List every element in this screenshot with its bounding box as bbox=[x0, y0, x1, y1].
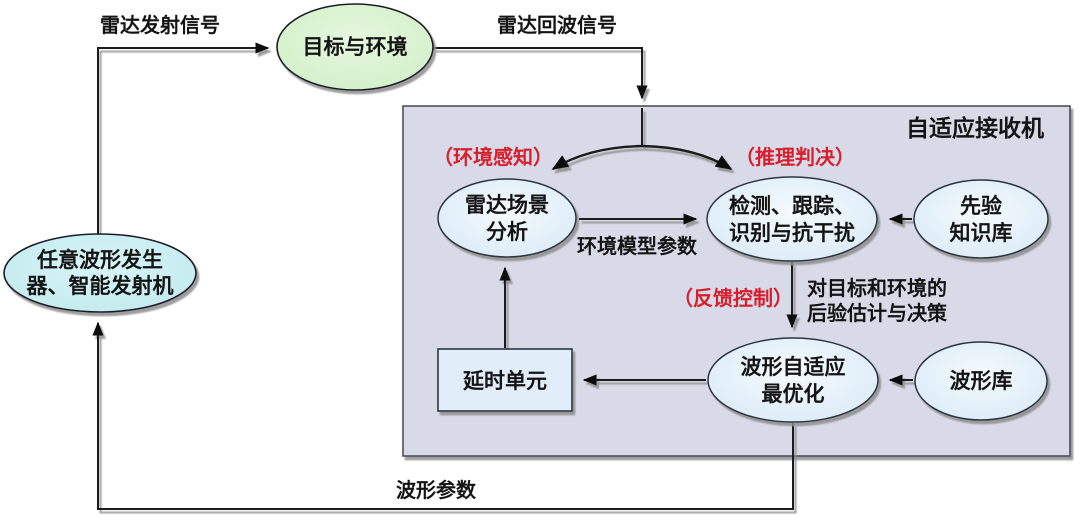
environment-model-params-label: 环境模型参数 bbox=[577, 234, 698, 258]
detection-tracking-label-line1: 检测、跟踪、 bbox=[729, 194, 855, 218]
edge-split-to-detection bbox=[641, 144, 733, 171]
waveform-generator-label-line2: 器、智能发射机 bbox=[26, 274, 174, 298]
edge-echo-signal bbox=[433, 47, 648, 100]
node-delay-unit bbox=[437, 348, 573, 412]
prior-knowledge-base-label-line2: 知识库 bbox=[950, 221, 1013, 245]
environment-perception-annotation: （环境感知） bbox=[433, 145, 553, 169]
detection-tracking-label-line2: 识别与抗干扰 bbox=[729, 221, 855, 245]
delay-unit-label: 延时单元 bbox=[462, 369, 547, 393]
posterior-estimation-label-line2: 后验估计与决策 bbox=[807, 301, 948, 325]
node-target-environment bbox=[276, 3, 434, 91]
waveform-optimization-label-line2: 最优化 bbox=[762, 382, 825, 406]
radar-scene-analysis-label-line1: 雷达场景 bbox=[465, 194, 549, 217]
radar-echo-signal-label: 雷达回波信号 bbox=[497, 13, 617, 37]
edge-transmit-signal bbox=[97, 42, 270, 234]
node-waveform-optimization bbox=[707, 337, 879, 423]
waveform-library-label: 波形库 bbox=[950, 369, 1013, 393]
edge-waveform-params-loop bbox=[92, 321, 794, 510]
prior-knowledge-base-label-line1: 先验 bbox=[960, 194, 1002, 218]
waveform-optimization-label-line1: 波形自适应 bbox=[741, 355, 846, 379]
radar-transmit-signal-label: 雷达发射信号 bbox=[100, 13, 220, 37]
node-detection-tracking bbox=[706, 176, 878, 262]
waveform-params-label: 波形参数 bbox=[396, 478, 477, 502]
radar-scene-analysis-label-line2: 分析 bbox=[486, 220, 528, 244]
target-environment-label: 目标与环境 bbox=[303, 35, 408, 59]
node-prior-knowledge-base bbox=[913, 179, 1049, 259]
edge-split-to-scene-analysis bbox=[551, 144, 643, 171]
posterior-estimation-label-line1: 对目标和环境的 bbox=[807, 276, 947, 300]
inference-decision-annotation: （推理判决） bbox=[735, 145, 855, 169]
node-waveform-generator bbox=[3, 233, 197, 313]
feedback-control-annotation: （反馈控制） bbox=[673, 286, 793, 310]
node-radar-scene-analysis bbox=[437, 178, 577, 258]
waveform-generator-label-line1: 任意波形发生 bbox=[36, 248, 163, 272]
adaptive-receiver-title: 自适应接收机 bbox=[906, 115, 1044, 141]
node-waveform-library bbox=[914, 341, 1048, 421]
